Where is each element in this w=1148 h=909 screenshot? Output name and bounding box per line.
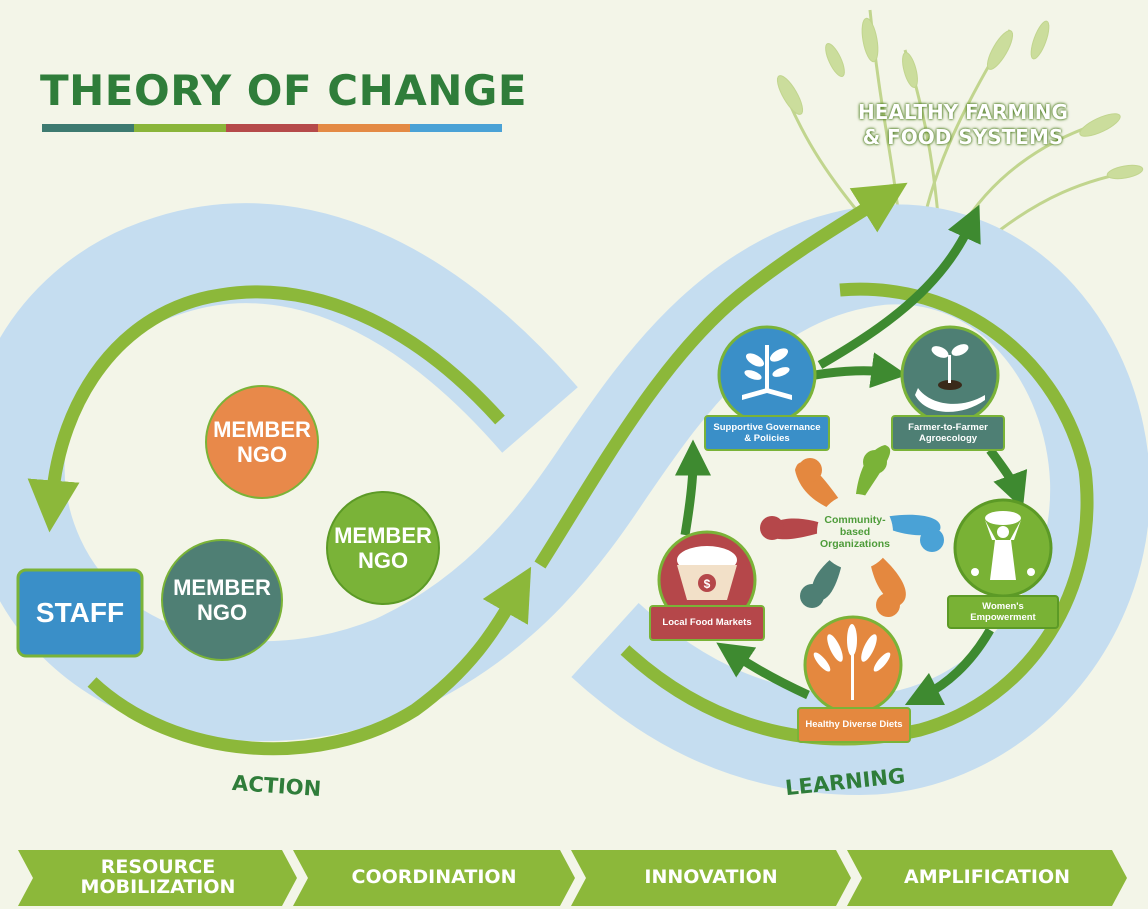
arrow-markets-to-governance [674,439,711,536]
markets-label: Local Food Markets [662,617,752,629]
phase-chevron-3 [571,850,851,906]
governance-line-1: Supportive Governance [713,421,821,433]
cbo-line-3: Organizations [819,538,890,551]
farmer-line-2: Agroecology [918,433,978,444]
phase-chevron-2 [293,850,575,906]
community-based-organizations-label: Community- based Organizations [808,514,902,550]
action-to-learning-arrow [87,566,532,756]
community-people-icon [760,445,944,617]
seedling-hand-icon [915,344,985,412]
member-ngo-label-orange: MEMBER NGO [206,386,318,498]
cbo-line-1: Community- [824,514,886,526]
node-diets [797,615,911,743]
women-line-1: Women's [982,600,1024,612]
phase-coordination: COORDINATION [351,866,517,889]
staff-label: STAFF [35,597,125,628]
title-underline-segment [42,124,134,132]
node-farmer [891,325,1005,451]
member-ngo-label-green: MEMBER NGO [327,492,439,604]
phase-innovation: INNOVATION [644,866,778,889]
phase-chevron-4 [847,850,1127,906]
svg-text:$: $ [704,577,711,591]
member-ngo-line-2: NGO [236,442,288,467]
plant-book-icon [742,345,792,400]
member-ngo-line-1: MEMBER [173,574,271,600]
phase-line-2: MOBILIZATION [80,876,236,898]
arrow-governance-to-farmer [814,352,908,389]
member-ngo-line-1: MEMBER [334,522,432,548]
title-underline-segment [134,124,226,132]
member-ngo-line-1: MEMBER [213,416,311,442]
phase-labels: RESOURCE MOBILIZATION COORDINATION INNOV… [0,850,1148,906]
staff-box [16,568,144,658]
arrow-farmer-to-women [986,447,1028,510]
governance-label: Supportive Governance & Policies [705,416,829,450]
woman-harvest-icon [971,511,1035,580]
wheat-icon [813,624,891,700]
arrow-women-to-diets [904,627,994,706]
title-underline-segment [410,124,502,132]
node-markets: $ [649,530,765,641]
goal-line-1: HEALTHY FARMING [858,100,1068,124]
governance-line-2: & Policies [744,433,790,444]
member-ngo-label-teal: MEMBER NGO [162,540,282,660]
women-line-2: Empowerment [970,612,1036,623]
women-label: Women's Empowerment [948,596,1058,628]
learning-flow-arrow [534,182,908,569]
node-women [947,498,1059,629]
diets-label: Healthy Diverse Diets [805,719,903,731]
basket-icon: $ [677,546,737,600]
member-ngo-orange [205,385,319,499]
member-ngo-green [326,491,440,605]
goal-line-2: & FOOD SYSTEMS [862,125,1064,149]
phases-bar [18,850,1127,906]
member-ngo-line-2: NGO [196,600,248,625]
phase-amplification: AMPLIFICATION [903,866,1071,889]
cbo-line-2: based [839,526,871,539]
member-ngo-teal [161,539,283,661]
page-title: THEORY OF CHANGE [40,66,528,115]
node-governance [704,325,830,451]
phase-resource-mobilization: RESOURCE MOBILIZATION [33,850,283,906]
farmer-label: Farmer-to-Farmer Agroecology [892,416,1004,450]
goal-label: HEALTHY FARMING & FOOD SYSTEMS [838,100,1088,150]
farmer-line-1: Farmer-to-Farmer [908,421,988,433]
title-underline-segment [226,124,318,132]
arrow-diets-to-markets [716,642,810,700]
member-ngo-line-2: NGO [357,548,409,573]
action-return-arrow [27,285,505,533]
phase-line-1: RESOURCE [100,856,216,879]
infinity-loop-band [0,203,1148,796]
title-underline-segment [318,124,410,132]
phase-chevron-1 [18,850,297,906]
title-underline [42,124,502,132]
arrow-to-healthy-farming [817,204,981,369]
